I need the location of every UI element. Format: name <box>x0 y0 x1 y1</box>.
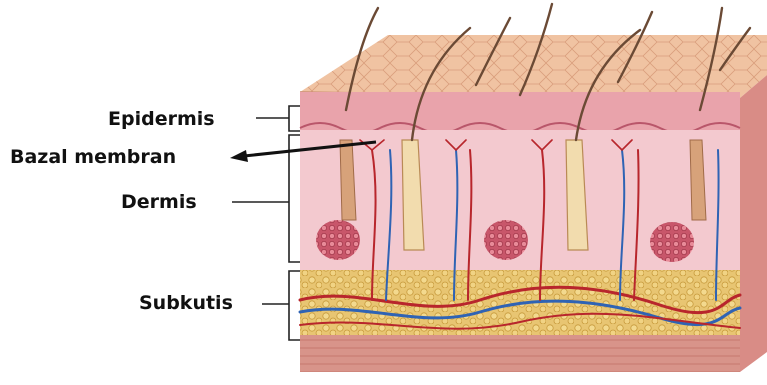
label-subkutis: Subkutis <box>139 292 233 314</box>
leader-lines <box>232 118 289 304</box>
epidermis-layer <box>300 92 740 130</box>
sweat-gland <box>484 220 528 260</box>
skin-surface <box>300 35 767 98</box>
label-dermis: Dermis <box>121 191 197 213</box>
label-epidermis: Epidermis <box>108 108 215 130</box>
layer-brackets <box>289 106 300 340</box>
label-bazal-membran: Bazal membran <box>10 146 176 168</box>
sweat-gland <box>650 222 694 262</box>
muscle-layer <box>300 335 740 372</box>
block-side-face <box>740 75 767 372</box>
sweat-gland <box>316 220 360 260</box>
